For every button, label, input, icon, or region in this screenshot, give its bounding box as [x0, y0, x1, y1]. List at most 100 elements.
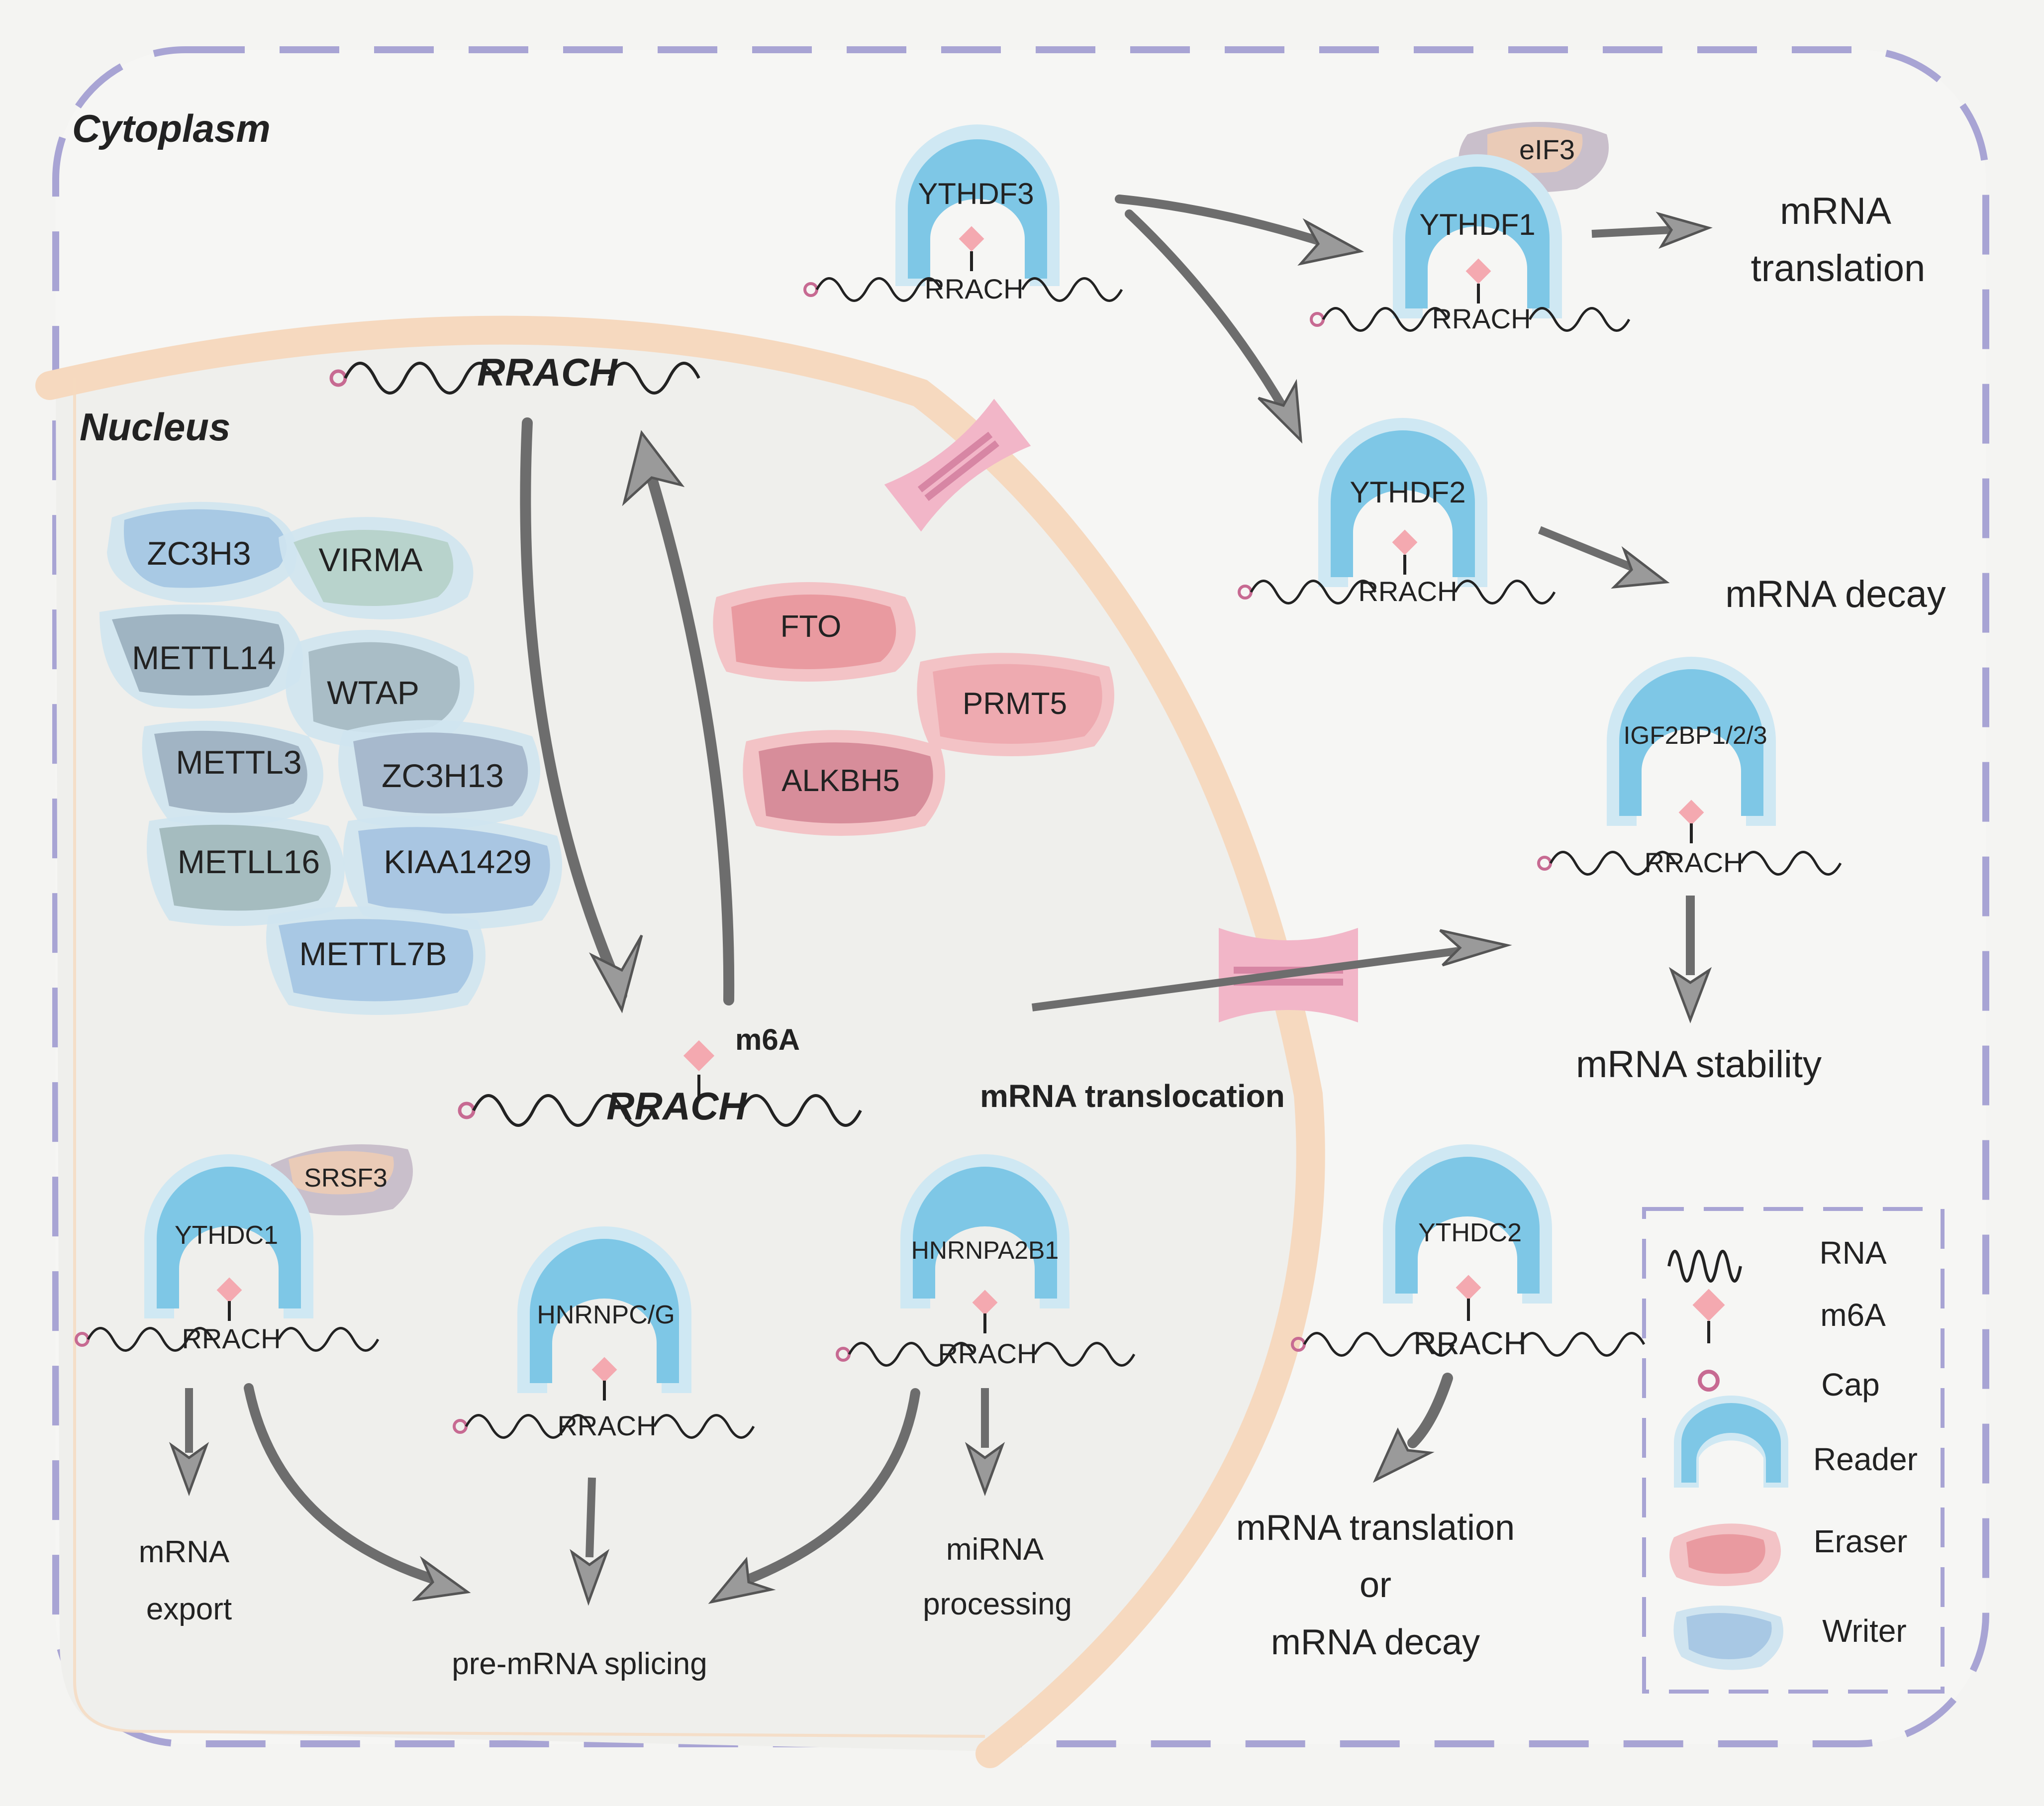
outcome-export: export — [146, 1592, 232, 1626]
reader-label: YTHDC2 — [1418, 1218, 1522, 1247]
arrow-ythdf3-to-ythdf1 — [1115, 195, 1364, 266]
m6a-icon — [959, 226, 984, 252]
writer-virma: VIRMA — [279, 517, 474, 619]
rrach-motif: RRACH — [1413, 1325, 1527, 1361]
reader-ythdf3: YTHDF3 RRACH — [803, 124, 1123, 304]
m6a-label: m6A — [735, 1023, 800, 1056]
cytoplasm-label: Cytoplasm — [72, 106, 271, 150]
writer-metll16: METLL16 — [147, 814, 345, 926]
arrow-ythdf2-to-decay — [1538, 526, 1670, 589]
writer-mettl7b: METTL7B — [266, 906, 486, 1015]
outcome-mirna: miRNA — [946, 1532, 1044, 1567]
outcome-ythdc2: mRNA decay — [1271, 1622, 1480, 1662]
rrach-motif: RRACH — [938, 1338, 1037, 1369]
rrach-motif: RRACH — [1358, 576, 1457, 607]
outcome-splicing: pre-mRNA splicing — [452, 1647, 707, 1681]
reader-label: YTHDF3 — [918, 177, 1034, 210]
srsf3-label: SRSF3 — [304, 1164, 388, 1193]
arrow-hnrnpcg-to-splicing — [570, 1477, 610, 1606]
writer-label: WTAP — [327, 674, 419, 711]
arrow-ythdf3-to-ythdf2 — [1125, 209, 1303, 444]
rrach-motif: RRACH — [557, 1410, 656, 1441]
reader-ythdc1: SRSF3 YTHDC1 RRACH — [75, 1144, 413, 1354]
outcome-translation: translation — [1751, 247, 1926, 290]
reader-ythdf1: eIF3 YTHDF1 RRACH — [1310, 122, 1631, 334]
eraser-fto: FTO — [713, 582, 916, 682]
nucleus-inner-edge — [73, 378, 985, 1738]
outcome-ythdc2: mRNA translation — [1236, 1508, 1515, 1548]
arrow-hnrnpa2b1-to-mirna — [965, 1388, 1005, 1497]
writer-label: VIRMA — [318, 541, 422, 578]
legend-label-rna: RNA — [1819, 1235, 1886, 1271]
legend-label-cap: Cap — [1821, 1367, 1879, 1403]
rrach-motif: RRACH — [477, 350, 618, 394]
legend: RNA m6A Cap Reader Eraser Writer — [1642, 1207, 1945, 1694]
eraser-label: PRMT5 — [963, 687, 1067, 721]
eif3-label: eIF3 — [1519, 134, 1575, 165]
cap-icon — [1698, 1370, 1720, 1392]
writer-icon — [1673, 1605, 1783, 1670]
reader-label: HNRNPA2B1 — [911, 1236, 1059, 1264]
writer-zc3h3: ZC3H3 — [107, 502, 297, 603]
arrow-igf2bp-to-stability — [1668, 896, 1712, 1024]
reader-label: HNRNPC/G — [537, 1301, 675, 1329]
eraser-prmt5: PRMT5 — [917, 653, 1114, 756]
reader-label: YTHDF2 — [1350, 476, 1465, 509]
arrow-hnrnpa2b1-to-splicing — [708, 1388, 920, 1604]
writer-label: KIAA1429 — [384, 843, 531, 880]
rrach-motif: RRACH — [1644, 847, 1743, 878]
writer-mettl14: METTL14 — [99, 604, 303, 709]
srsf3-protein: SRSF3 — [269, 1144, 413, 1215]
reader-hnrnpcg: HNRNPC/G RRACH — [453, 1226, 755, 1441]
legend-label-eraser: Eraser — [1814, 1523, 1908, 1559]
erasing-arrow — [622, 430, 735, 1005]
reader-igf2bp: IGF2BP1/2/3 RRACH — [1537, 657, 1842, 878]
rrach-motif: RRACH — [182, 1323, 281, 1354]
outcome-mirna: processing — [923, 1587, 1072, 1621]
nuclear-membrane — [35, 315, 1325, 1768]
eraser-alkbh5: ALKBH5 — [743, 730, 945, 836]
writer-label: METLL16 — [178, 843, 320, 880]
reader-label: YTHDC1 — [175, 1221, 278, 1250]
rrach-motif: RRACH — [606, 1084, 747, 1128]
writer-zc3h13: ZC3H13 — [338, 720, 540, 830]
eraser-label: ALKBH5 — [781, 764, 900, 798]
translocation-label: mRNA translocation — [980, 1078, 1285, 1114]
eraser-label: FTO — [780, 609, 842, 644]
legend-frame — [1642, 1207, 1945, 1694]
rna-unmodified: RRACH — [329, 350, 700, 395]
outcome-stability: mRNA stability — [1576, 1043, 1822, 1086]
rna-icon — [1667, 1250, 1742, 1283]
writer-label: ZC3H3 — [147, 535, 251, 572]
rrach-motif: RRACH — [924, 273, 1023, 304]
nucleus-label: Nucleus — [80, 405, 230, 449]
rrach-motif: RRACH — [1432, 303, 1531, 334]
writer-label: ZC3H13 — [382, 757, 504, 794]
reader-label: IGF2BP1/2/3 — [1623, 721, 1767, 749]
outcome-decay: mRNA decay — [1725, 573, 1946, 615]
writer-cluster: ZC3H3 VIRMA METTL14 WTAP METTL3 ZC3H13 — [99, 502, 562, 1015]
writer-label: METTL3 — [176, 744, 301, 781]
translocation-arrow — [1031, 929, 1512, 1011]
legend-label-writer: Writer — [1822, 1613, 1906, 1649]
arrow-ythdc1-to-splicing — [244, 1383, 471, 1602]
writer-label: METTL7B — [299, 935, 447, 972]
eraser-icon — [1669, 1523, 1781, 1586]
legend-label-reader: Reader — [1813, 1441, 1918, 1477]
writer-kiaa1429: KIAA1429 — [343, 816, 562, 929]
writer-wtap: WTAP — [286, 630, 475, 749]
outcome-export: mRNA — [139, 1535, 230, 1569]
writer-mettl3: METTL3 — [142, 720, 323, 827]
arrow-ythdc2-to-outcome — [1372, 1373, 1453, 1483]
outcome-translation: mRNA — [1780, 190, 1891, 232]
nuclear-pore-top — [884, 399, 1031, 532]
m6a-icon — [1692, 1289, 1725, 1321]
legend-label-m6a: m6A — [1820, 1297, 1886, 1333]
arrow-ythdf1-to-translation — [1591, 211, 1713, 249]
reader-icon — [1674, 1396, 1788, 1488]
writer-label: METTL14 — [132, 639, 276, 676]
arrow-ythdc1-to-export — [169, 1388, 209, 1497]
outcome-ythdc2: or — [1360, 1565, 1391, 1605]
reader-label: YTHDF1 — [1419, 208, 1535, 241]
